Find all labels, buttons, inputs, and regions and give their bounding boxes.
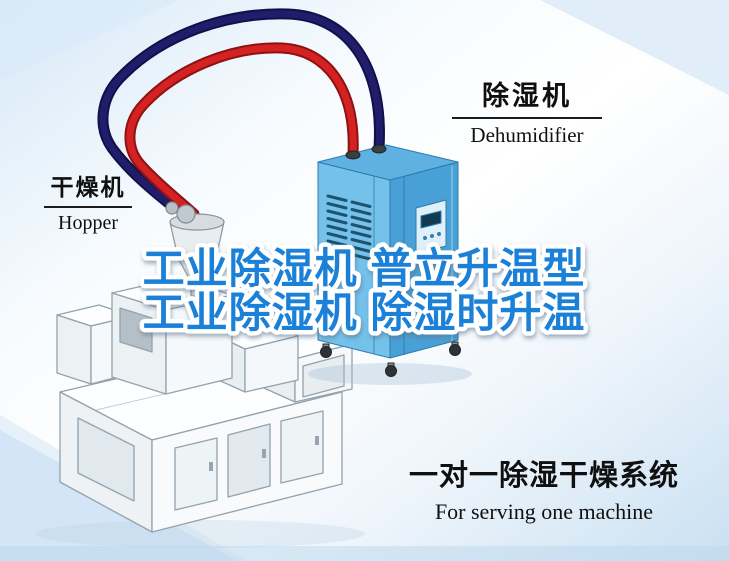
hopper-top-fitting <box>176 204 196 224</box>
dehumidifier-illustration <box>317 144 461 377</box>
wheel-right <box>449 344 461 356</box>
hose-connectors <box>345 144 387 160</box>
midblock-right-face <box>244 335 299 393</box>
panel-button-3 <box>437 232 441 236</box>
hopper-label: 干燥机 Hopper <box>44 168 132 235</box>
hose-red-body <box>126 44 357 218</box>
bottom-caption: 一对一除湿干燥系统 For serving one machine <box>398 452 690 525</box>
dehumidifier-label-en: Dehumidifier <box>470 123 584 147</box>
casters <box>320 341 461 377</box>
door-handle-3 <box>315 436 319 445</box>
dehumidifier-label-cn: 除湿机 <box>452 74 602 119</box>
bottom-tint-strip <box>0 546 729 561</box>
panel-button-2 <box>430 234 434 238</box>
hopper-label-en: Hopper <box>58 212 118 234</box>
gearbox-right-face <box>165 294 233 395</box>
wheel-left <box>320 346 332 358</box>
caption-cn: 一对一除湿干燥系统 <box>408 460 679 492</box>
control-display <box>420 210 442 229</box>
dehumidifier-label: 除湿机 Dehumidifier <box>452 74 602 148</box>
cabinet-door <box>302 354 345 398</box>
hopper-illustration <box>165 201 225 297</box>
base-door-1 <box>174 437 218 511</box>
wheel-middle <box>385 365 397 377</box>
base-door-3 <box>280 410 324 484</box>
hose-blue-body <box>99 10 383 210</box>
hopper-label-cn: 干燥机 <box>44 168 132 208</box>
caption-en: For serving one machine <box>434 499 654 524</box>
extruder-illustration <box>35 277 365 548</box>
base-front-door <box>77 417 135 502</box>
panel-button-1 <box>423 236 427 240</box>
extruder-shadow <box>35 520 365 548</box>
headline-overlay: 工业除湿机 普立升温型 工业除湿机 除湿时升温 <box>138 241 589 341</box>
door-handle-1 <box>209 462 213 471</box>
connector-red <box>345 150 361 160</box>
hose-supply-red <box>124 42 359 220</box>
connector-blue <box>371 144 387 154</box>
motorbox-front-face <box>56 314 92 385</box>
hopper-side-fitting <box>165 201 179 215</box>
hose-return-blue <box>97 8 385 212</box>
base-door-2 <box>227 423 271 498</box>
headline-line1: 工业除湿机 普立升温型 <box>143 245 586 292</box>
door-handle-2 <box>262 449 266 458</box>
headline-line2: 工业除湿机 除湿时升温 <box>143 289 586 336</box>
gearbox-opening <box>119 307 153 353</box>
vent-grille <box>326 194 372 261</box>
corner-tint-top-left <box>0 0 180 80</box>
corner-tint-top-right <box>540 0 729 95</box>
